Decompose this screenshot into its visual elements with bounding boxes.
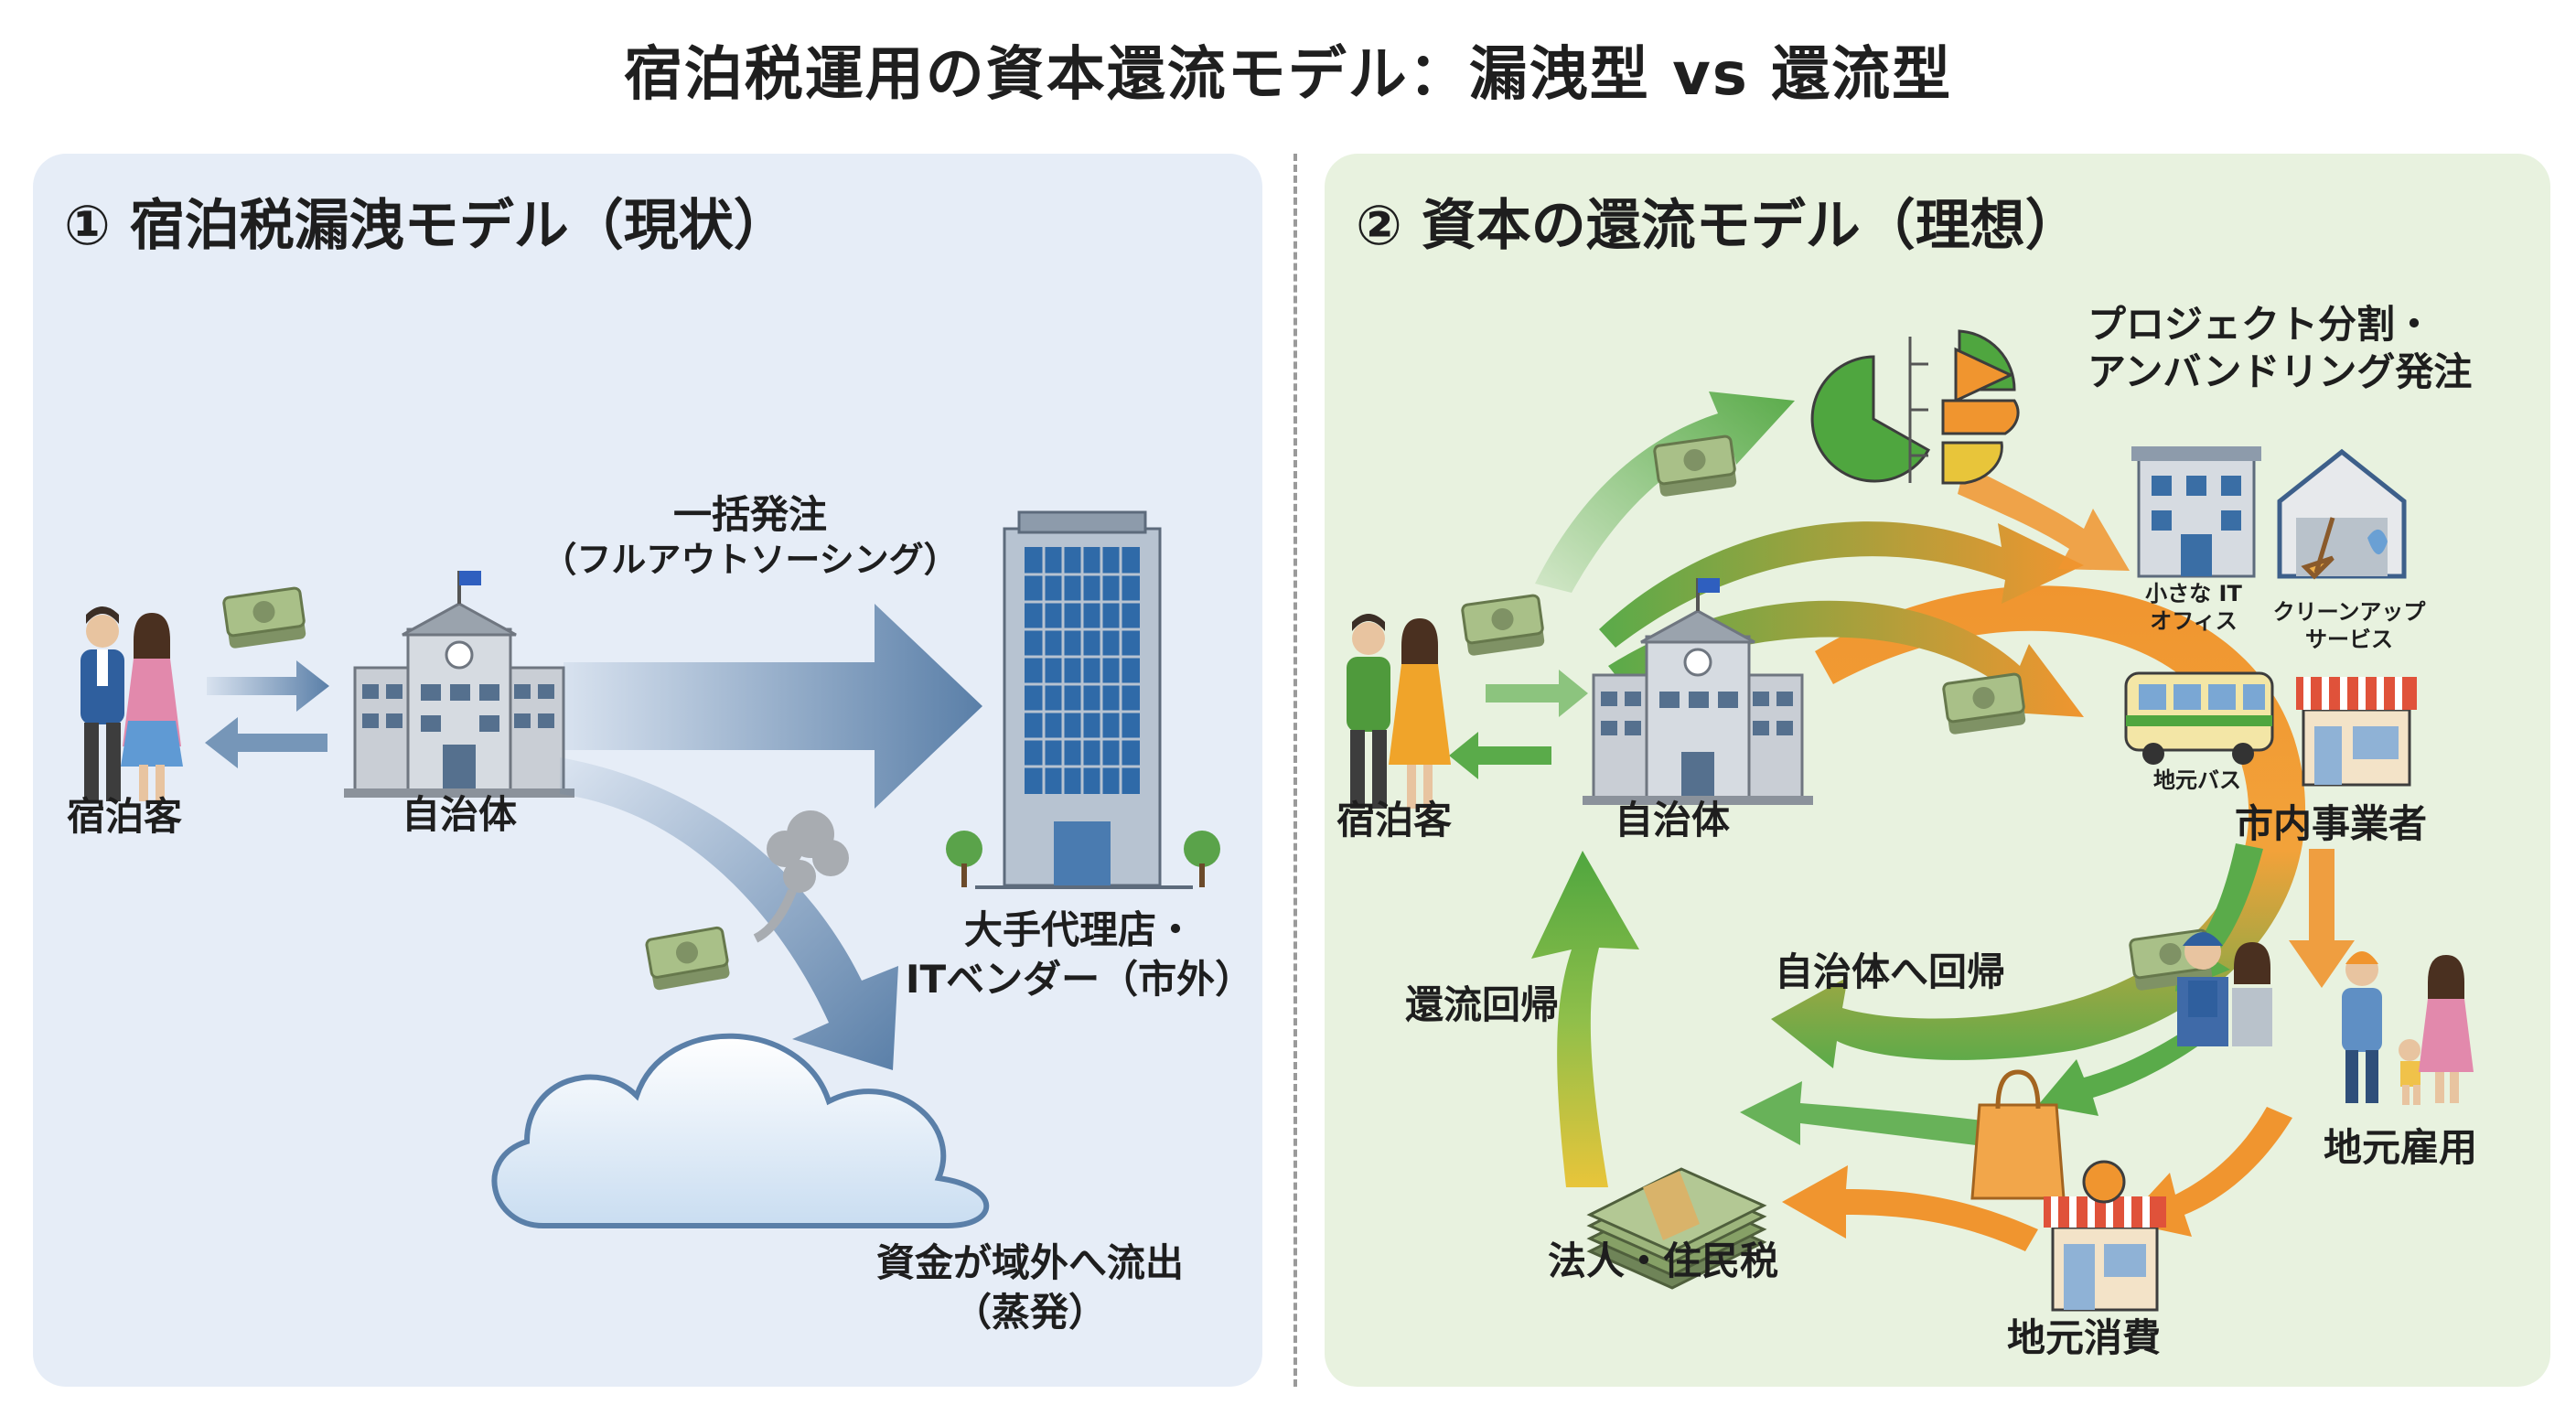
family-icon	[2342, 951, 2474, 1105]
cleanup-label-line1: クリーンアップ	[2272, 599, 2426, 625]
arc-to-it-office	[1599, 521, 2084, 648]
local-bus-label: 地元バス	[2153, 767, 2241, 793]
bulk-order-label: 一括発注	[672, 492, 827, 537]
local-consumption-label: 地元消費	[2006, 1315, 2161, 1360]
circulation-model-panel: ② 資本の還流モデル（理想）	[1325, 154, 2550, 1387]
cloud-icon	[491, 1033, 990, 1228]
guest-payment-arrows	[205, 660, 329, 768]
bulk-order-sublabel: （フルアウトソーシング）	[542, 540, 959, 580]
circulation-ring-arrow	[1771, 585, 2306, 1068]
circulation-panel-title: ② 資本の還流モデル（理想）	[1356, 194, 2080, 258]
shopping-to-taxes-arrow	[1740, 1081, 2029, 1151]
money-stack-icon	[1586, 1167, 1767, 1290]
money-icon	[1653, 434, 1737, 497]
municipality-to-split-arrow	[1535, 391, 1795, 593]
leakage-diagram	[80, 510, 1220, 1228]
cleanup-label-line2: サービス	[2305, 627, 2393, 652]
split-to-businesses-arrow	[1958, 465, 2130, 571]
panel-divider	[1293, 154, 1297, 1387]
main-title: 宿泊税運用の資本還流モデル：漏洩型 vs 還流型	[623, 41, 1953, 109]
bulk-order-arrow	[564, 604, 982, 809]
smoke-icon	[753, 810, 849, 943]
small-it-label-line2: オフィス	[2150, 608, 2238, 634]
circulation-return-label: 還流回帰	[1404, 982, 1559, 1027]
taxes-label: 法人・住民税	[1547, 1239, 1778, 1283]
circulation-diagram	[1347, 329, 2474, 1312]
municipality-building-icon	[344, 571, 574, 798]
split-label-line2: アンバンドリング発注	[2088, 349, 2473, 394]
outflow-label-line2: （蒸発）	[952, 1290, 1107, 1335]
local-bus-icon	[2124, 671, 2274, 765]
vendor-label-line2: ITベンダー（市外）	[905, 957, 1254, 1002]
small-it-office-icon	[2131, 446, 2261, 578]
left-guests-label: 宿泊客	[66, 794, 182, 839]
leakage-panel-title: ① 宿泊税漏洩モデル（現状）	[64, 194, 789, 258]
guest-refund-arrow	[1449, 732, 1551, 779]
workers-icon	[2177, 932, 2272, 1046]
guests-icon	[1347, 614, 1451, 809]
cleanup-service-icon	[2277, 448, 2407, 580]
consumption-to-taxes-arrow	[1782, 1165, 2038, 1251]
split-label-line1: プロジェクト分割・	[2088, 302, 2434, 347]
money-icon	[1461, 594, 1545, 656]
local-employment-label: 地元雇用	[2323, 1125, 2477, 1170]
businesses-to-employment-orange	[2289, 849, 2355, 988]
money-icon	[1942, 672, 2026, 735]
right-guests-label: 宿泊客	[1336, 798, 1452, 842]
guests-icon	[80, 606, 183, 801]
shop-icon	[2296, 677, 2417, 787]
small-it-label-line1: 小さな IT	[2145, 581, 2242, 606]
project-split-pie-icon	[1810, 329, 2020, 485]
leakage-model-panel: ① 宿泊税漏洩モデル（現状）	[33, 154, 1262, 1387]
money-icon	[645, 926, 730, 991]
outflow-label-line1: 資金が域外へ流出	[875, 1240, 1184, 1285]
city-businesses-label: 市内事業者	[2234, 801, 2427, 846]
municipality-building-icon	[1583, 578, 1813, 805]
restaurant-icon	[2044, 1160, 2166, 1312]
left-municipality-label: 自治体	[401, 792, 517, 837]
return-to-municipality-label: 自治体へ回帰	[1774, 949, 2005, 994]
vendor-tower-icon	[946, 510, 1220, 889]
right-municipality-label: 自治体	[1614, 798, 1730, 842]
return-to-municipality-arrow	[1531, 851, 1639, 1187]
workers-to-shopping-arrow	[2038, 1028, 2203, 1116]
outflow-arrow	[560, 757, 898, 1070]
guest-payment-arrows	[1486, 670, 1588, 717]
money-icon	[222, 586, 306, 649]
vendor-label-line1: 大手代理店・	[963, 907, 1195, 952]
